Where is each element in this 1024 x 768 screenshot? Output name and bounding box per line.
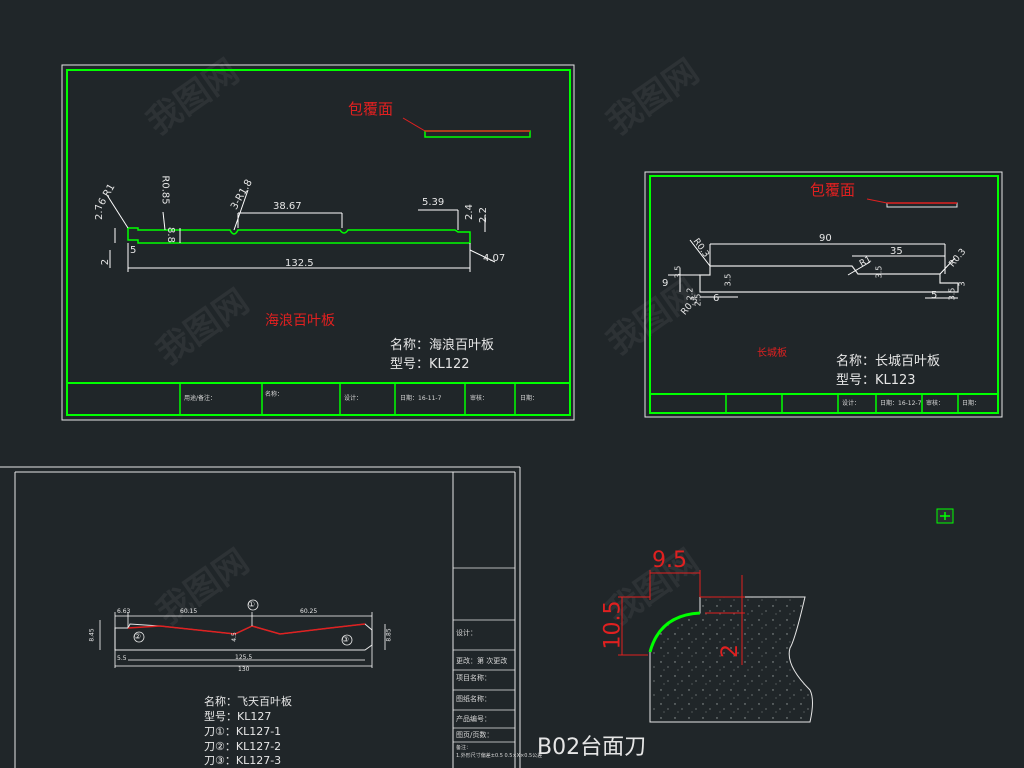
titleblock-cell: 日期：16-11-7 [400, 395, 442, 402]
ucs-icon[interactable] [937, 509, 953, 523]
product-name: 名称：长城百叶板 [836, 354, 941, 369]
cover-face-label: 包覆面 [348, 100, 394, 118]
dim-length: 60.15 [180, 608, 198, 615]
product-model: 型号：KL122 [390, 357, 470, 372]
dim-length: 5 [130, 245, 137, 256]
dim-length: 5.39 [422, 197, 445, 208]
blade-1: 刀①：KL127-1 [204, 725, 282, 738]
cover-face-label: 包覆面 [810, 181, 856, 199]
dim-length: 4.07 [483, 253, 506, 264]
product-model: 型号：KL127 [204, 710, 272, 723]
marker-2: ② [134, 632, 142, 641]
notes-text: 1.外形尺寸偏差±0.5 0.5×X×0.5公差 [456, 753, 543, 759]
product-name: 名称：海浪百叶板 [390, 338, 495, 353]
dim-total-length: 132.5 [285, 258, 314, 269]
dim-depth: 2 [718, 644, 743, 658]
product-name-red: 海浪百叶板 [265, 313, 335, 329]
product-model: 型号：KL123 [836, 373, 916, 388]
titleblock-cell: 设计： [842, 400, 861, 407]
side-field: 产品编号： [456, 715, 491, 723]
dim-length: 38.67 [273, 201, 302, 212]
dim-length: 5 [931, 290, 938, 301]
dim-length: 6 [713, 293, 720, 304]
dim-height: 10.5 [600, 600, 626, 650]
dim-length: 90 [819, 233, 832, 244]
side-field: 备注： [456, 745, 472, 751]
marker-1: ① [248, 600, 256, 609]
dim-height: 9 [662, 278, 669, 289]
dim-total-length: 130 [238, 666, 250, 673]
titleblock-cell: 用途/备注： [184, 395, 217, 402]
blade-2: 刀②：KL127-2 [204, 740, 282, 753]
titleblock-cell: 审核： [926, 400, 945, 407]
side-field: 项目名称： [456, 674, 491, 682]
titleblock-cell: 审核： [470, 395, 489, 402]
dim-length: 125.5 [235, 654, 253, 661]
titleblock-cell: 名称： [265, 391, 284, 398]
detail-title: B02台面刀 [537, 735, 647, 760]
side-field: 更改：第 次更改 [456, 657, 508, 665]
dim-width: 9.5 [652, 548, 687, 573]
side-field: 图纸名称： [456, 695, 491, 703]
dim-length: 5.5 [117, 655, 127, 662]
titleblock-cell: 日期： [520, 395, 539, 402]
dim-length: 35 [890, 246, 903, 257]
blade-3: 刀③：KL127-3 [204, 754, 282, 767]
titleblock-cell: 日期：16-12-7 [880, 400, 922, 407]
side-field: 图页/页数： [456, 731, 494, 739]
side-field: 设计： [456, 629, 477, 637]
product-name: 名称：飞天百叶板 [204, 695, 292, 708]
dim-length: 6.63 [117, 608, 131, 615]
marker-3: ③ [342, 635, 350, 644]
dim-length: 60.25 [300, 608, 318, 615]
titleblock-cell: 日期： [962, 400, 981, 407]
product-name-red: 长城板 [757, 348, 787, 359]
titleblock-cell: 设计： [344, 395, 363, 402]
